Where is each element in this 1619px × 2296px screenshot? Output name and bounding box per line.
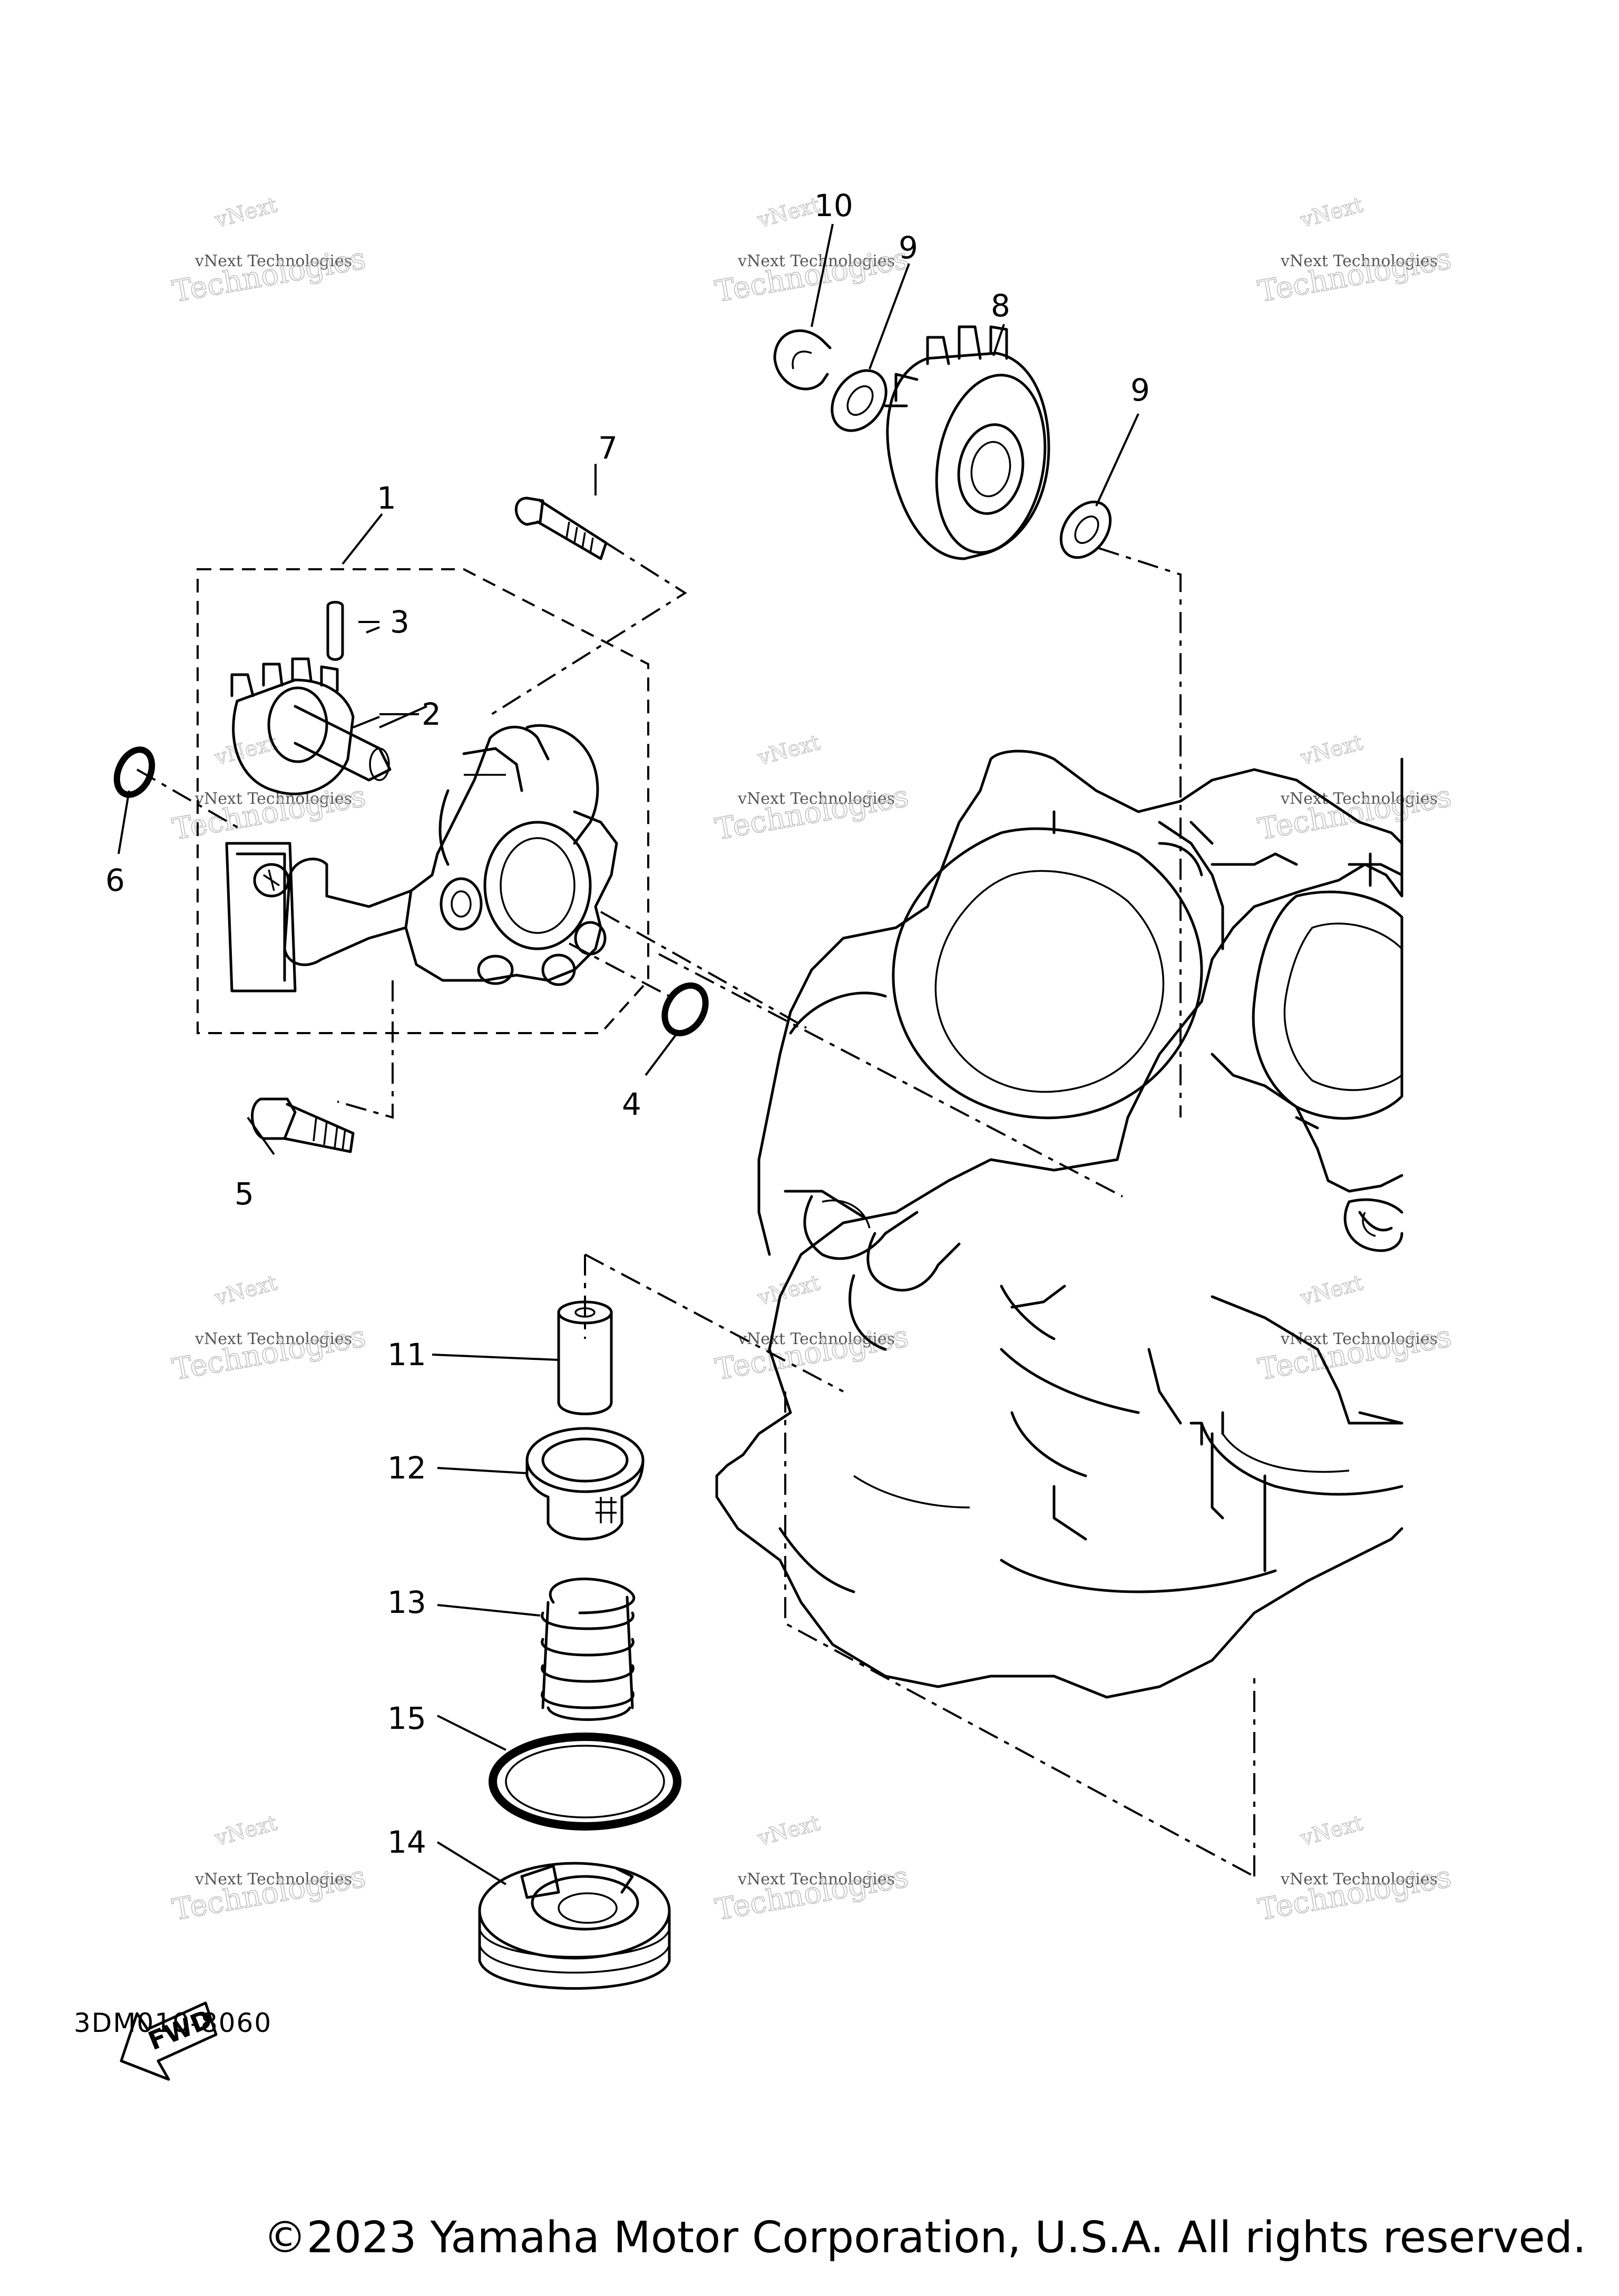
watermark-2: vNext vNext Technologies Technologies — [713, 192, 912, 309]
svg-text:vNext Technologies: vNext Technologies — [194, 1330, 352, 1348]
callout-7: 7 — [598, 430, 618, 466]
callout-9-upper: 9 — [899, 230, 918, 266]
callout-14: 14 — [387, 1824, 426, 1860]
circlip-part-10 — [773, 329, 832, 391]
svg-text:vNext: vNext — [212, 1271, 280, 1311]
screw-part-7 — [514, 497, 608, 560]
assembly-boundary — [197, 568, 649, 1034]
svg-text:vNext: vNext — [1298, 1811, 1366, 1851]
callout-15: 15 — [387, 1700, 426, 1736]
leader-lines — [118, 223, 1139, 1885]
watermark-7: vNext vNext Technologies Technologies — [170, 1270, 369, 1387]
svg-text:vNext Technologies: vNext Technologies — [1280, 790, 1438, 808]
watermark-6: vNext vNext Technologies Technologies — [1255, 730, 1455, 847]
watermark-8: vNext vNext Technologies Technologies — [713, 1270, 912, 1387]
watermark-12: vNext vNext Technologies Technologies — [1255, 1811, 1455, 1928]
svg-text:vNext Technologies: vNext Technologies — [194, 790, 352, 808]
watermark-11: vNext vNext Technologies Technologies — [713, 1811, 912, 1928]
drain-plug-part-14 — [478, 1862, 671, 1990]
svg-text:vNext Technologies: vNext Technologies — [737, 790, 895, 808]
callout-labels: 1 2 3 4 5 6 7 8 9 9 10 11 12 13 14 15 — [105, 188, 1150, 1860]
svg-text:vNext Technologies: vNext Technologies — [194, 252, 352, 270]
svg-text:vNext Technologies: vNext Technologies — [1280, 1870, 1438, 1889]
pin-part-3 — [326, 601, 344, 661]
explosion-lines — [136, 542, 1255, 1877]
callout-13: 13 — [387, 1584, 426, 1620]
svg-text:vNext: vNext — [212, 1811, 280, 1851]
svg-text:vNext Technologies: vNext Technologies — [737, 1870, 895, 1889]
svg-text:vNext Technologies: vNext Technologies — [1280, 1330, 1438, 1348]
svg-text:vNext: vNext — [1298, 1271, 1366, 1311]
watermark-3: vNext vNext Technologies Technologies — [1255, 192, 1455, 309]
callout-1: 1 — [377, 480, 396, 516]
svg-text:vNext: vNext — [755, 731, 823, 771]
strainer-part-12 — [525, 1427, 645, 1541]
callout-11: 11 — [387, 1337, 426, 1373]
o-ring-part-15 — [489, 1733, 681, 1831]
spring-part-13 — [541, 1578, 636, 1721]
svg-text:vNext Technologies: vNext Technologies — [1280, 252, 1438, 270]
oil-pump-body — [225, 724, 618, 993]
gear-part-8 — [884, 325, 1050, 560]
svg-text:vNext: vNext — [212, 193, 280, 233]
collar-part-11 — [557, 1300, 613, 1415]
svg-text:vNext: vNext — [755, 193, 823, 233]
copyright-notice: ©2023 Yamaha Motor Corporation, U.S.A. A… — [263, 2213, 1586, 2263]
o-ring-part-4 — [661, 982, 709, 1037]
callout-2: 2 — [422, 696, 441, 732]
callout-6: 6 — [105, 862, 125, 898]
diagram-code: 3DM010-8060 — [74, 2008, 272, 2038]
callout-3: 3 — [390, 604, 409, 640]
callout-9-lower: 9 — [1130, 372, 1150, 408]
svg-text:vNext: vNext — [1298, 731, 1366, 771]
watermark-5: vNext vNext Technologies Technologies — [713, 730, 912, 847]
svg-text:vNext: vNext — [755, 1811, 823, 1851]
watermark-10: vNext vNext Technologies Technologies — [170, 1811, 369, 1928]
svg-text:vNext Technologies: vNext Technologies — [737, 252, 895, 270]
washer-part-9-upper — [831, 369, 887, 432]
svg-text:vNext Technologies: vNext Technologies — [194, 1870, 352, 1889]
callout-12: 12 — [387, 1450, 426, 1486]
svg-text:vNext: vNext — [1298, 193, 1366, 233]
crankcase-illustration — [715, 750, 1403, 1699]
washer-part-9-lower — [1059, 500, 1112, 559]
callout-5: 5 — [235, 1176, 254, 1212]
o-ring-part-6 — [113, 746, 155, 798]
watermark-1: vNext vNext Technologies Technologies — [170, 192, 369, 309]
shaft-gear-part-2 — [230, 657, 392, 795]
callout-10: 10 — [814, 188, 853, 223]
callout-8: 8 — [991, 288, 1010, 324]
callout-4: 4 — [622, 1086, 641, 1122]
